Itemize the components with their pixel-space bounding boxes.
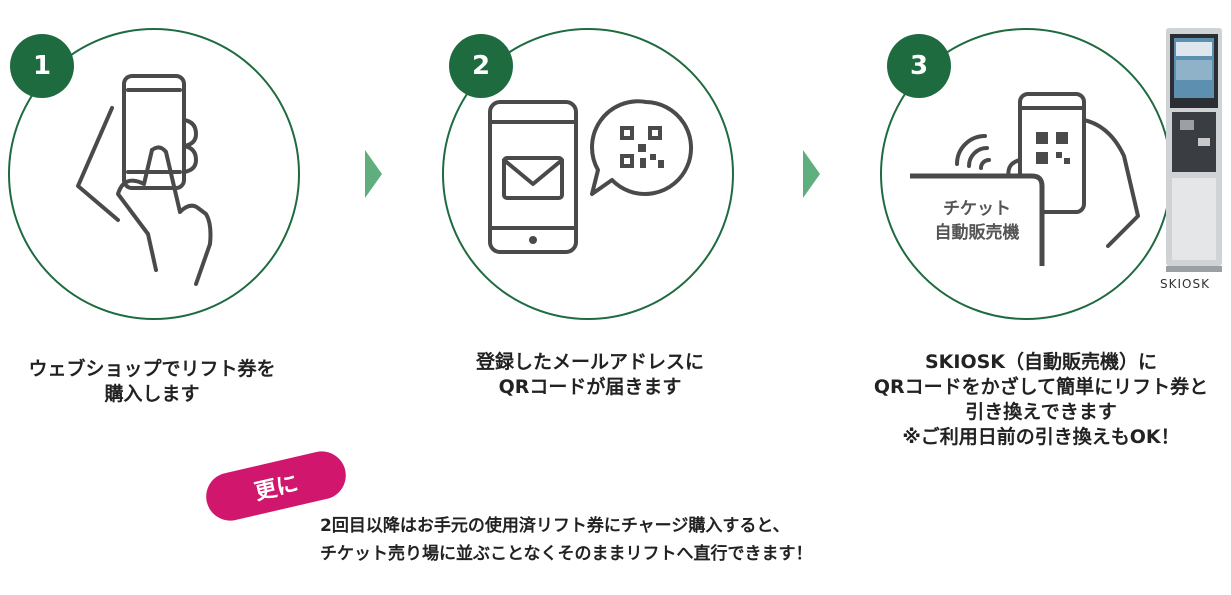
- arrow-right-icon: [803, 150, 820, 198]
- step-3-number-badge: 3: [887, 34, 951, 98]
- step-1-number-badge: 1: [10, 34, 74, 98]
- step-3-caption: SKIOSK（自動販売機）に QRコードをかざして簡単にリフト券と 引き換えでき…: [873, 351, 1209, 448]
- extra-note: 2回目以降はお手元の使用済リフト券にチャージ購入すると、 チケット売り場に並ぶこ…: [320, 516, 813, 564]
- qr-speech-bubble-icon: [590, 99, 693, 196]
- nfc-waves-icon: [955, 134, 991, 170]
- step-2-caption: 登録したメールアドレスに QRコードが届きます: [475, 351, 704, 398]
- ticket-machine-icon: [910, 173, 1045, 266]
- arrow-right-icon: [365, 150, 382, 198]
- kiosk-label: SKIOSK: [1160, 277, 1210, 291]
- step-1-caption: ウェブショップでリフト券を 購入します: [28, 358, 276, 405]
- kiosk-machine-image: [1166, 28, 1222, 272]
- step-2-circle: [442, 28, 734, 320]
- ticket-machine-label: チケット 自動販売機: [934, 199, 1020, 243]
- phone-hand-qr-icon: [1006, 92, 1140, 248]
- phone-mail-icon: [488, 100, 578, 254]
- step-1-circle: [8, 28, 300, 320]
- step-2-number-badge: 2: [449, 34, 513, 98]
- phone-hand-icon: [76, 74, 213, 286]
